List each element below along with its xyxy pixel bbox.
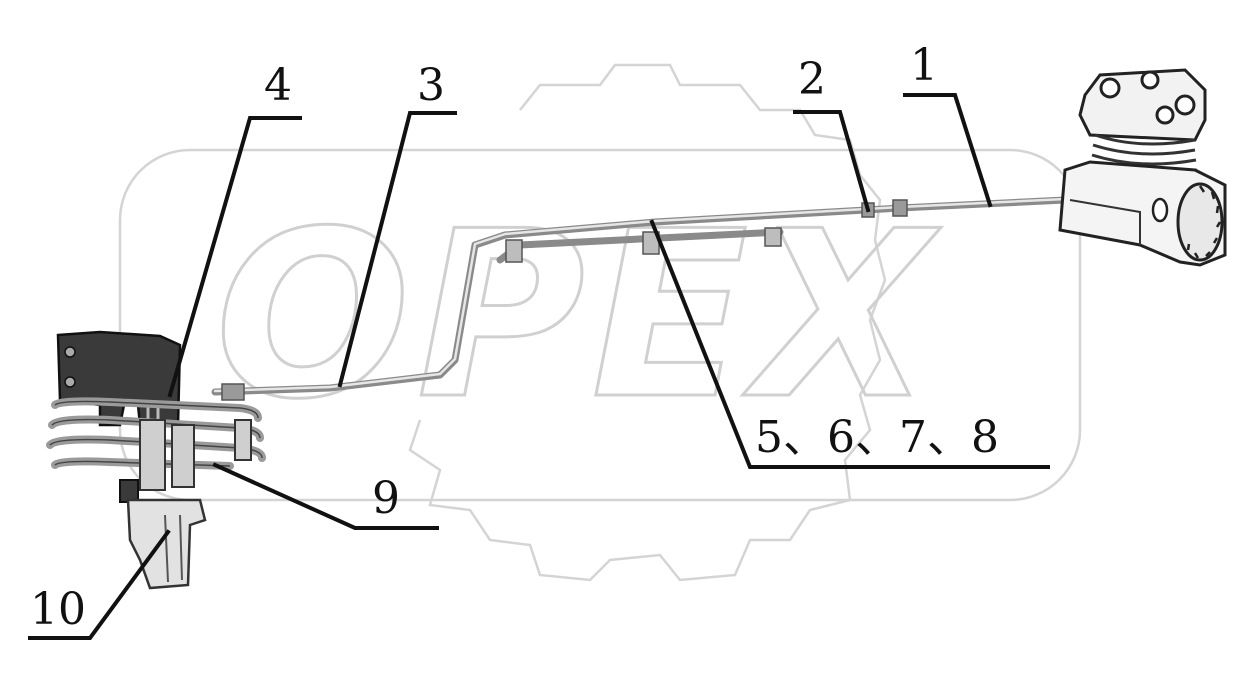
pipe-clip <box>505 239 523 263</box>
drive-gear <box>1176 182 1224 262</box>
mounting-bracket <box>56 330 182 427</box>
watermark: OPEX <box>118 63 1082 582</box>
air-compressor <box>1058 68 1227 267</box>
callout-label-2: 2 <box>798 54 826 105</box>
callout-label-5-8: 5、6、7、8 <box>755 412 999 463</box>
valve-ribs <box>164 514 183 583</box>
bracket-bolt <box>64 376 76 388</box>
leader-3 <box>337 111 457 388</box>
pipe-clamp <box>139 419 166 491</box>
callout-label-4: 4 <box>264 60 292 111</box>
callout-label-10: 10 <box>30 584 86 635</box>
crankcase-edge <box>1069 199 1141 245</box>
leader-1 <box>903 93 993 208</box>
leader-9 <box>212 462 439 530</box>
pipe-clamp <box>171 424 195 488</box>
head-port <box>1155 105 1175 125</box>
callout-label-9: 9 <box>372 473 400 524</box>
gear-teeth <box>1186 185 1222 259</box>
callout-labels: 1 2 3 4 5、6、7、8 9 10 <box>30 40 999 635</box>
head-port <box>1140 70 1160 90</box>
leader-5-8 <box>649 219 1050 469</box>
watermark-gear-outline <box>408 63 887 582</box>
main-pipe-highlight <box>213 197 1067 393</box>
pipe-fitting <box>892 199 908 217</box>
watermark-frame <box>118 148 1082 502</box>
callout-label-3: 3 <box>417 60 445 111</box>
valve-bracket-assembly <box>46 330 266 590</box>
callout-label-1: 1 <box>910 40 938 91</box>
leader-4 <box>167 116 302 398</box>
bracket-bolt <box>64 346 76 358</box>
pipe-fitting <box>221 383 245 401</box>
callout-leaders <box>28 93 1050 640</box>
crankcase-port <box>1151 197 1169 223</box>
head-port <box>1174 94 1196 116</box>
leader-2 <box>793 110 871 213</box>
watermark-text: OPEX <box>215 183 941 450</box>
pipe-clamp <box>234 419 252 461</box>
pipe-clip <box>764 227 782 247</box>
leader-10 <box>28 529 171 640</box>
head-port <box>1099 77 1121 99</box>
valve-block <box>119 479 139 503</box>
cylinder-fins <box>1091 133 1198 176</box>
pipe-assembly <box>211 196 1069 401</box>
